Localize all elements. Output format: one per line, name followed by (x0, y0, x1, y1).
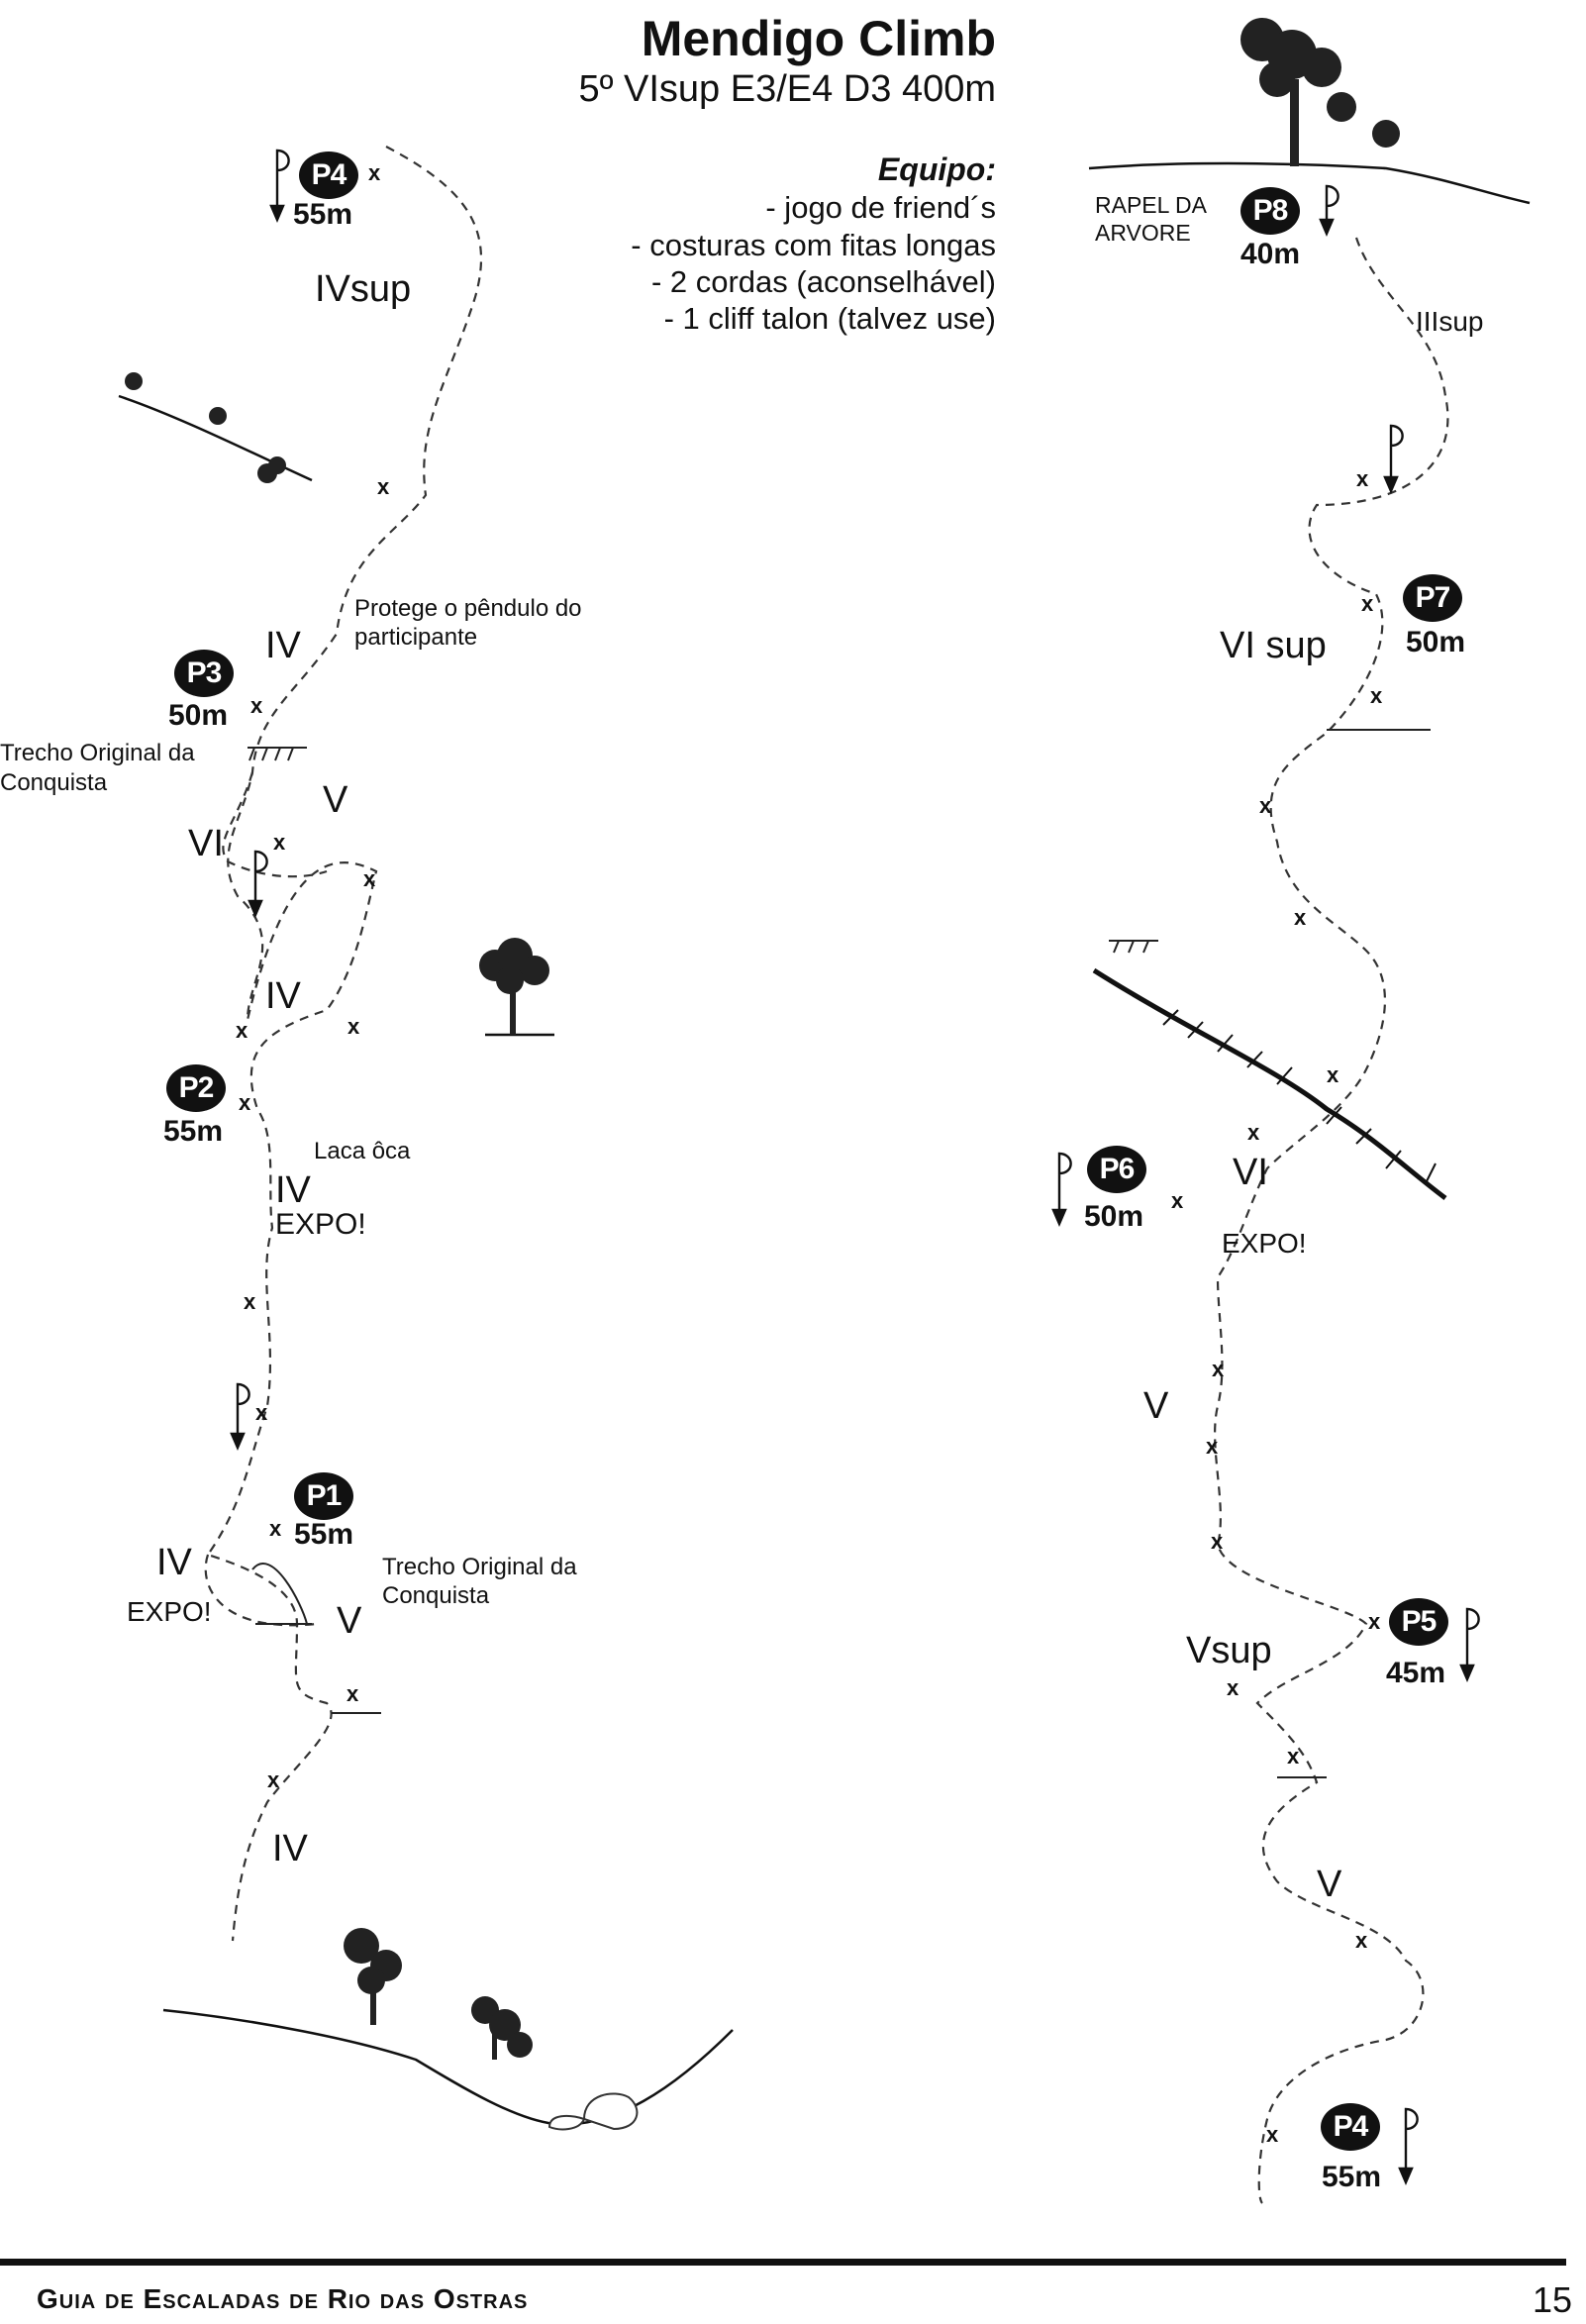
belay-length: 45m (1386, 1657, 1446, 1689)
bolt-marker: x (244, 1289, 256, 1314)
equipment-item: - 1 cliff talon (talvez use) (663, 301, 996, 336)
equipment-heading: Equipo: (877, 152, 996, 187)
grade-label: VI sup (1220, 625, 1327, 666)
bolt-marker: x (1171, 1188, 1184, 1213)
belay-badge-p5: P5 (1389, 1598, 1448, 1646)
bolt-marker: x (1361, 591, 1374, 616)
anchor-marks (248, 729, 1431, 1778)
terrain-right (1088, 161, 1531, 1200)
bolt-marker: x (1266, 2122, 1279, 2147)
grade-label: IV (265, 975, 301, 1017)
note-rapel: RAPEL DA (1095, 192, 1207, 218)
bolt-marker: x (1356, 466, 1369, 491)
bolt-marker: x (1368, 1609, 1381, 1634)
bolt-marker: x (273, 830, 286, 855)
grade-label: V (323, 779, 348, 821)
bolt-marker: x (1211, 1529, 1224, 1554)
bolt-marker: x (250, 693, 263, 718)
note-rapel: ARVORE (1095, 220, 1191, 246)
note-protege: Protege o pêndulo do (354, 595, 582, 622)
note-expo: EXPO! (127, 1596, 212, 1627)
bolt-marker: x (1206, 1434, 1219, 1459)
boulder-icon (547, 2092, 639, 2131)
grade-label: VI (188, 823, 224, 864)
bolt-marker: x (1259, 793, 1272, 818)
grade-label: VI (1233, 1152, 1268, 1193)
belay-length: 50m (1084, 1200, 1144, 1233)
grade-label: V (1317, 1864, 1342, 1905)
route-title: Mendigo Climb (641, 11, 996, 66)
grade-label: V (1143, 1385, 1169, 1427)
bolt-marker: x (368, 160, 381, 185)
equipment-item: - 2 cordas (aconselhável) (650, 264, 996, 299)
terrain-left (118, 394, 734, 2126)
note-trecho-original: Conquista (0, 769, 108, 796)
note-expo: EXPO! (1222, 1228, 1307, 1259)
belay-length: 55m (293, 198, 353, 231)
bolt-marker: x (377, 474, 390, 499)
note-trecho-original: Conquista (382, 1582, 490, 1609)
bolt-marker: x (363, 866, 376, 891)
bolt-marker: x (1355, 1928, 1368, 1953)
bolt-marker: x (269, 1516, 282, 1541)
footer-rule (0, 2259, 1566, 2266)
grade-label: IVsup (315, 268, 412, 310)
tree-icon (125, 18, 1400, 2060)
belay-length: 50m (1406, 626, 1466, 658)
belay-length: 40m (1240, 238, 1301, 270)
bolt-marker: x (267, 1768, 280, 1792)
bolt-marker: x (347, 1681, 359, 1706)
belay-badge-p6: P6 (1087, 1146, 1146, 1193)
grade-label: Vsup (1186, 1630, 1272, 1671)
bolt-marker: x (255, 1400, 268, 1425)
equipment-item: - jogo de friend´s (765, 190, 996, 225)
bolt-marker: x (347, 1014, 360, 1039)
grade-label: IV (275, 1169, 311, 1211)
footer-guide-title: Guia de Escaladas de Rio das Ostras (37, 2283, 529, 2314)
belay-length: 55m (163, 1115, 224, 1148)
belay-badge-p4-right: P4 (1321, 2103, 1380, 2151)
route-subtitle: 5º VIsup E3/E4 D3 400m (578, 68, 996, 110)
belay-badge-p2: P2 (166, 1064, 226, 1112)
grade-label: IV (272, 1828, 308, 1869)
bolt-marker: x (1294, 905, 1307, 930)
belay-badge-p7: P7 (1403, 574, 1462, 622)
bolt-marker: x (1247, 1120, 1260, 1145)
bolt-marker: x (236, 1018, 248, 1043)
grade-label: IV (265, 625, 301, 666)
belay-badge-p1: P1 (294, 1472, 353, 1520)
bolt-marker: x (1287, 1744, 1300, 1768)
belay-length: 55m (294, 1518, 354, 1551)
route-line-left (204, 146, 483, 1942)
belay-length: 50m (168, 699, 229, 732)
route-line-right (1214, 237, 1449, 2204)
bolt-marker: x (1370, 683, 1383, 708)
grade-label: V (337, 1600, 362, 1642)
note-expo: EXPO! (275, 1208, 366, 1241)
grade-label: IIIsup (1416, 306, 1484, 337)
belay-badge-p3: P3 (174, 650, 234, 697)
bolt-marker: x (1327, 1062, 1339, 1087)
page-number: 15 (1533, 2279, 1573, 2320)
belay-length: 55m (1322, 2161, 1382, 2193)
belay-badge-p8: P8 (1240, 187, 1300, 235)
note-trecho-original: Trecho Original da (382, 1554, 577, 1580)
belay-badge-p4: P4 (299, 152, 358, 199)
bolt-marker: x (239, 1090, 251, 1115)
note-trecho-original: Trecho Original da (0, 740, 195, 766)
equipment-item: - costuras com fitas longas (631, 228, 996, 262)
note-protege: participante (354, 624, 478, 651)
bolt-marker: x (1212, 1357, 1225, 1381)
grade-label: IV (156, 1542, 192, 1583)
note-laca: Laca ôca (314, 1138, 411, 1164)
bolt-marker: x (1227, 1675, 1239, 1700)
